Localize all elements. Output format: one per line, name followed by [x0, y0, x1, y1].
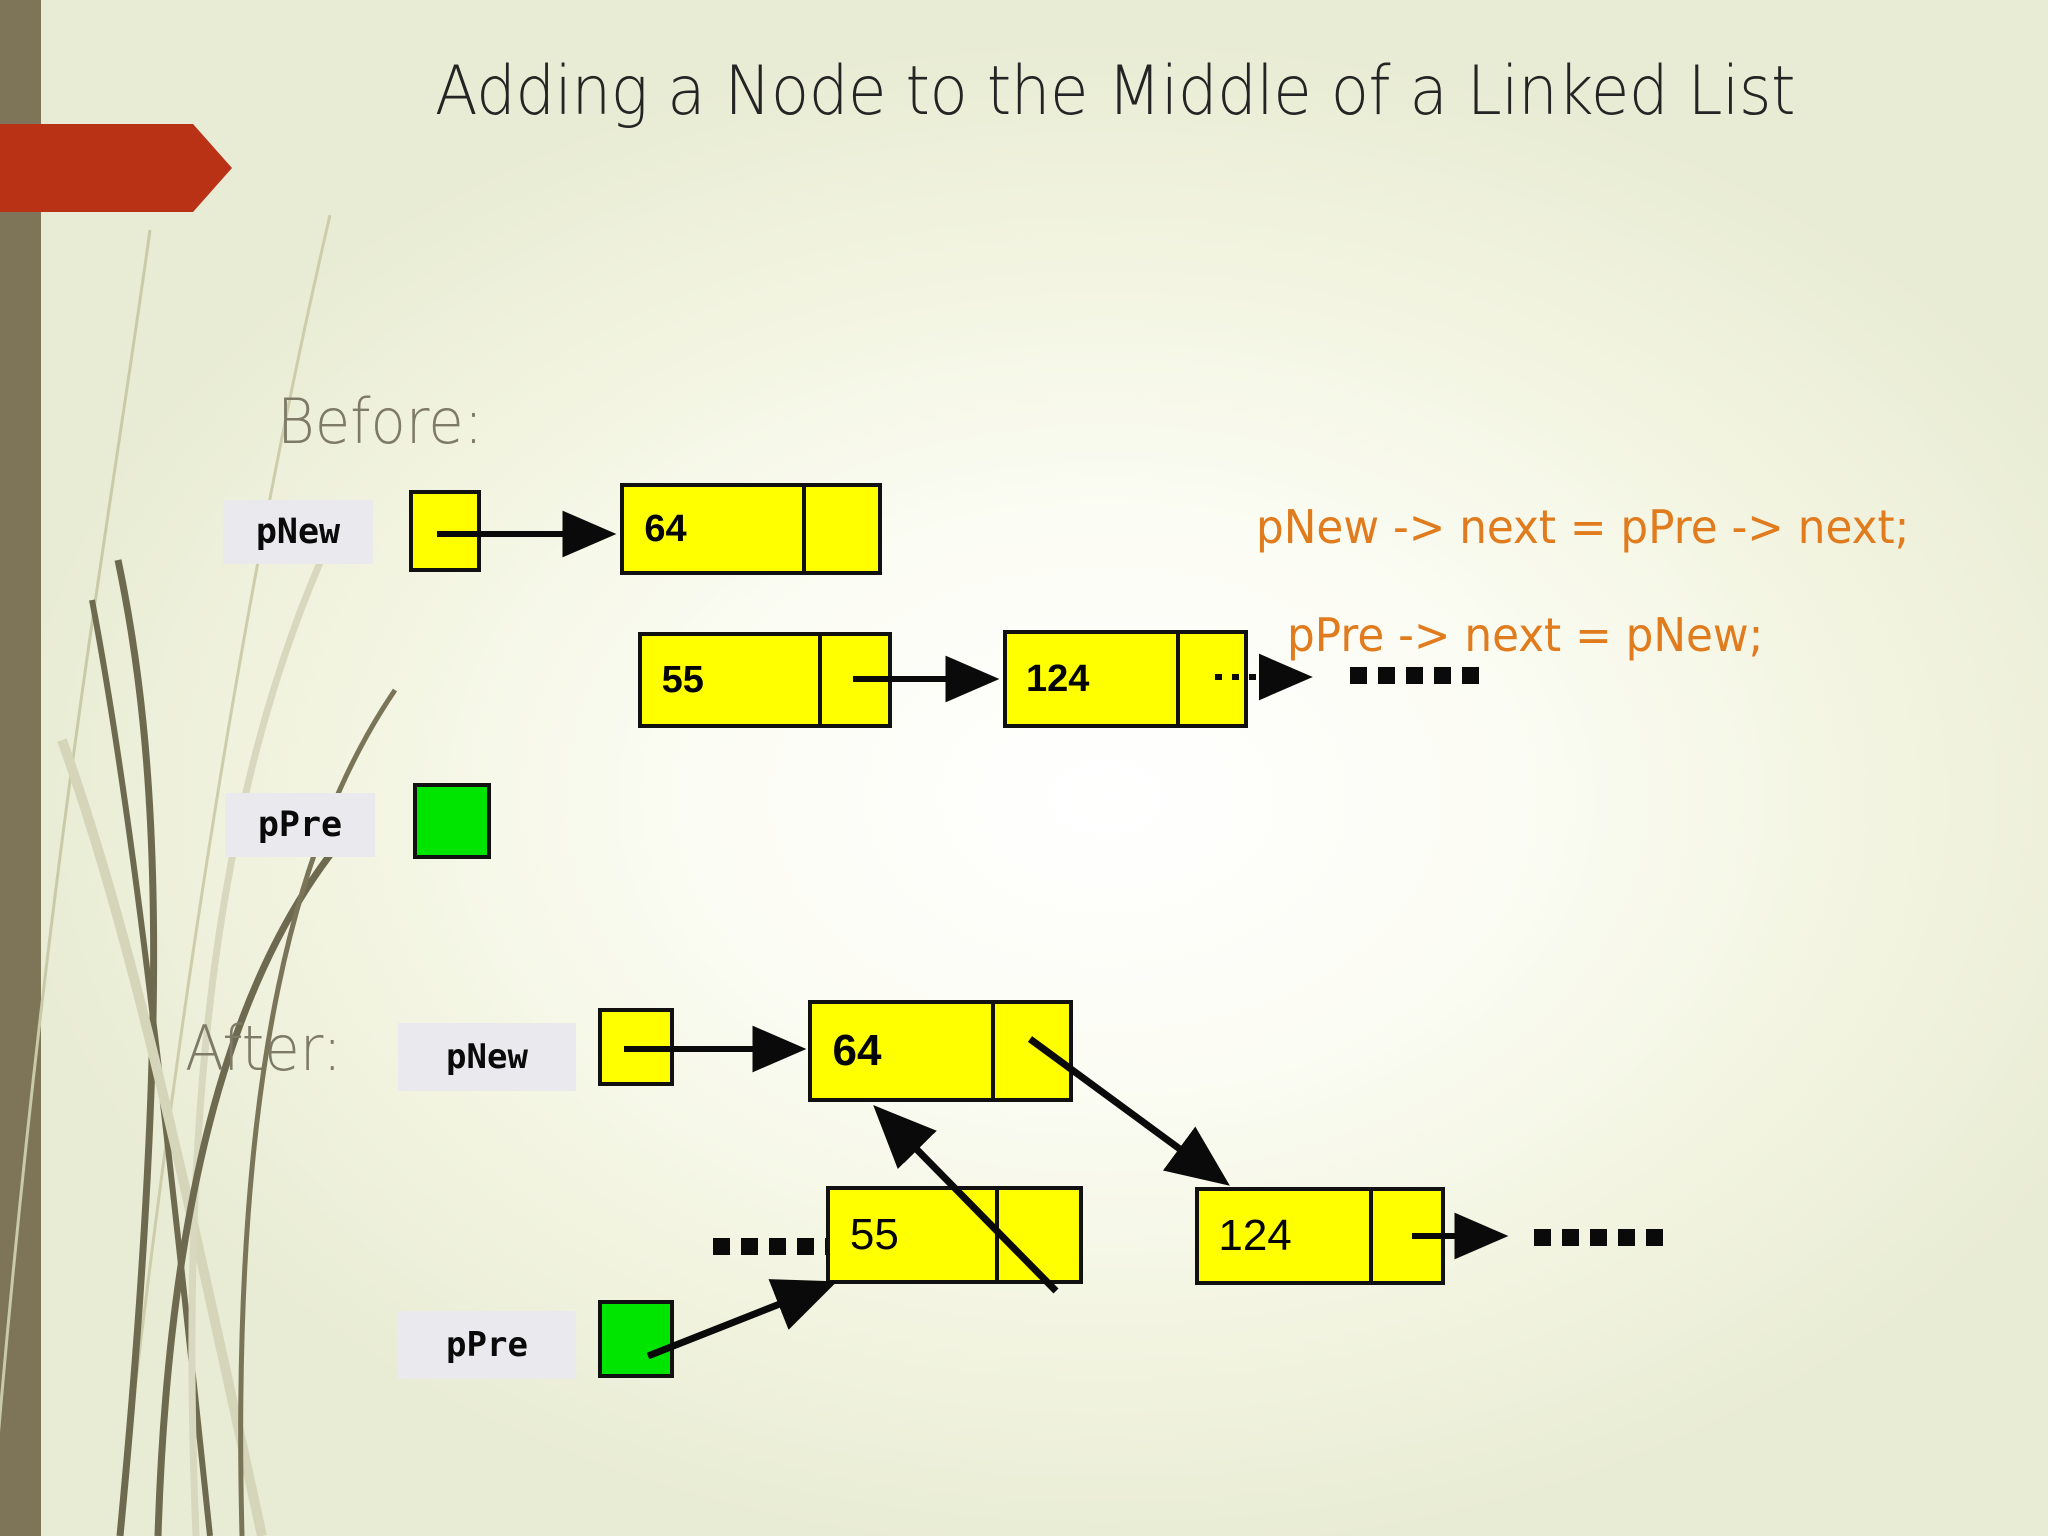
node-124-after-value: 124: [1218, 1211, 1292, 1260]
node-55-after-value: 55: [849, 1210, 899, 1259]
decorative-grass-lines: [0, 214, 398, 1536]
pointer-label-ppre-after: pPre: [398, 1311, 576, 1379]
pointer-label-pnew-before: pNew: [223, 500, 373, 564]
left-accent-strip: [0, 0, 41, 1536]
node-55-before-value: 55: [661, 658, 704, 701]
pointer-box-pnew-after: [598, 1008, 674, 1086]
node-64-before-link: [802, 487, 878, 571]
ellipsis-before: [1350, 665, 1479, 685]
ellipsis-after-trailing: [1534, 1227, 1663, 1247]
accent-banner: [0, 124, 232, 212]
node-64-after-link: [990, 1004, 1069, 1098]
node-124-before: 124: [1003, 630, 1248, 728]
pointer-label-ppre-before: pPre: [225, 793, 375, 857]
pointer-box-ppre-before: [413, 783, 491, 859]
node-124-before-value: 124: [1025, 657, 1090, 700]
node-55-after-link: [994, 1190, 1079, 1280]
pointer-box-ppre-after: [598, 1300, 674, 1378]
node-124-after: 124: [1195, 1187, 1445, 1285]
node-64-after-value: 64: [832, 1026, 882, 1075]
node-55-before: 55: [638, 632, 892, 728]
node-64-before-value: 64: [644, 507, 687, 550]
ellipsis-after-leading: [713, 1236, 842, 1256]
section-heading-before: Before:: [277, 385, 484, 458]
node-55-before-link: [818, 636, 888, 724]
node-64-after: 64: [808, 1000, 1073, 1102]
pointer-box-pnew-before: [409, 490, 481, 572]
page-title: Adding a Node to the Middle of a Linked …: [434, 52, 1796, 131]
section-heading-after: After:: [185, 1012, 342, 1085]
node-124-before-link: [1176, 634, 1244, 724]
code-line-2: pPre -> next = pNew;: [1287, 608, 1764, 662]
code-line-1: pNew -> next = pPre -> next;: [1256, 500, 1910, 554]
node-55-after: 55: [826, 1186, 1083, 1284]
pointer-label-pnew-after: pNew: [398, 1023, 576, 1091]
node-64-before: 64: [620, 483, 882, 575]
node-124-after-link: [1369, 1191, 1441, 1281]
